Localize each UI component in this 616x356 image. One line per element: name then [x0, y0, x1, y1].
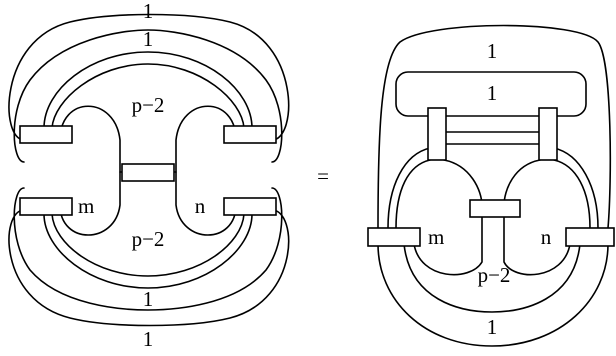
right-top-label-outer: 1 — [487, 39, 498, 63]
left-bottom-label-inner: 1 — [143, 287, 154, 311]
left-second-top-arc — [43, 51, 253, 129]
left-inner-left-loop — [59, 105, 121, 236]
left-inner-bottom-label: p−2 — [132, 227, 165, 251]
right-n-label: n — [541, 225, 552, 249]
left-box-center — [121, 163, 175, 182]
right-outer-loop — [377, 24, 612, 347]
left-m-label: m — [78, 194, 94, 218]
right-left-outer-strands — [387, 147, 431, 229]
right-box-center — [469, 199, 521, 218]
right-box-top-right — [538, 107, 558, 161]
right-top-loop — [395, 71, 587, 117]
left-outer-bottom-arc-inner — [13, 187, 283, 311]
right-diagram: 1 1 m n p−2 1 — [367, 24, 615, 347]
left-box-bottom-right — [223, 197, 277, 216]
right-box-left — [367, 227, 421, 247]
left-bottom-label-outer: 1 — [143, 327, 154, 351]
left-outer-top-arc — [8, 13, 290, 141]
right-box-right — [565, 227, 615, 247]
left-box-top-right — [223, 125, 277, 144]
left-outer-top-arc-inner — [13, 29, 283, 163]
right-horizontal-connector — [445, 131, 541, 145]
left-box-bottom-left — [19, 197, 73, 216]
right-box-top-left — [427, 107, 447, 161]
right-bottom-inner-arc — [403, 243, 581, 313]
left-outer-bottom-arc — [8, 209, 290, 327]
left-box-top-left — [19, 125, 73, 144]
left-second-bottom-arc — [43, 213, 253, 289]
left-n-label: n — [195, 194, 206, 218]
right-right-outer-strands — [553, 147, 599, 229]
equals-sign: = — [317, 164, 329, 188]
left-top-label-outer: 1 — [143, 0, 154, 23]
left-diagram: 1 1 p−2 m n p−2 1 1 — [8, 0, 290, 351]
right-m-label: m — [428, 225, 444, 249]
left-third-bottom-arc — [51, 213, 245, 277]
left-inner-top-label: p−2 — [132, 93, 165, 117]
right-bottom-label-inner: p−2 — [478, 263, 511, 287]
left-top-label-inner: 1 — [143, 27, 154, 51]
right-top-label-inner: 1 — [487, 81, 498, 105]
right-bottom-label-outer: 1 — [487, 315, 498, 339]
left-third-top-arc — [51, 63, 245, 129]
left-inner-right-loop — [175, 105, 237, 236]
